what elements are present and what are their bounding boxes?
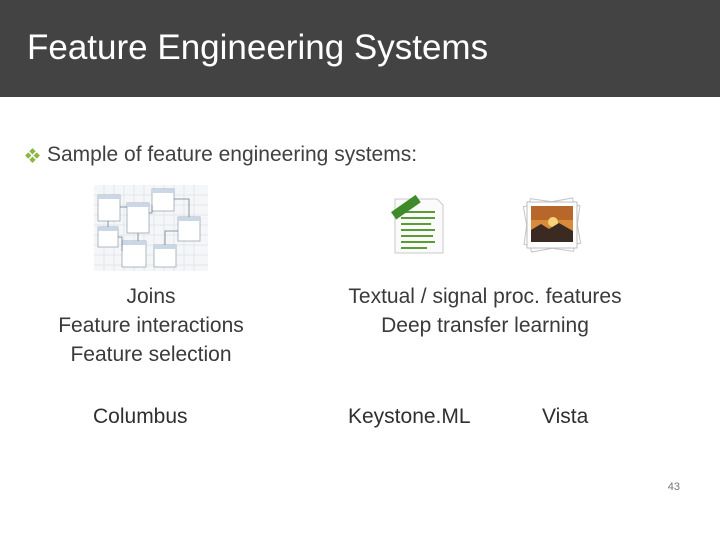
slide-title: Feature Engineering Systems <box>27 28 489 67</box>
feature-line: Textual / signal proc. features <box>348 285 622 308</box>
photo-stack-icon <box>522 197 582 253</box>
bullet-text: Sample of feature engineering systems: <box>47 143 418 166</box>
text-document-icon <box>391 194 444 254</box>
feature-line: Joins <box>126 285 176 308</box>
feature-line: Feature selection <box>70 343 232 366</box>
diamond-bullet-icon <box>25 147 40 163</box>
feature-line: Deep transfer learning <box>381 314 589 337</box>
page-number: 43 <box>667 481 680 493</box>
schema-diagram-icon <box>94 185 208 271</box>
system-name-columbus: Columbus <box>93 405 188 428</box>
bullet-item: Sample of feature engineering systems: <box>24 143 417 167</box>
title-bar: Feature Engineering Systems <box>0 0 720 97</box>
system-name-vista: Vista <box>542 405 589 428</box>
feature-line: Feature interactions <box>58 314 244 337</box>
system-name-keystoneml: Keystone.ML <box>348 405 471 428</box>
keystone-features: Textual / signal proc. features Deep tra… <box>322 282 648 340</box>
columbus-features: Joins Feature interactions Feature selec… <box>44 282 258 369</box>
